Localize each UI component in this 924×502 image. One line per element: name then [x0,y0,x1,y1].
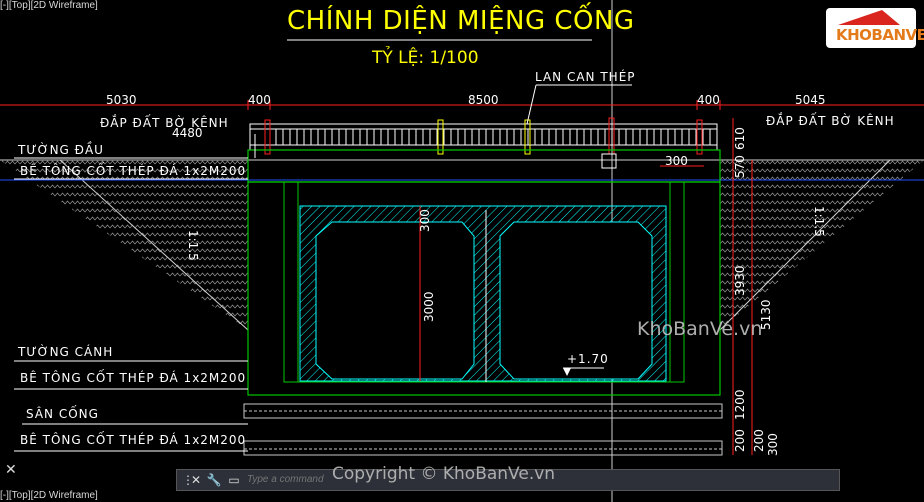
railing-post [696,119,703,155]
leader-line [526,84,537,125]
history-icon[interactable]: ▭ [228,473,240,487]
label-elevation: +1.70 [567,352,609,366]
dim-300-b: 300 [766,433,780,456]
drawing-title: CHÍNH DIỆN MIỆNG CỐNG [287,6,635,36]
label-fill-left: ĐẮP ĐẤT BỜ KÊNH [100,116,229,130]
ucs-close-icon[interactable]: ✕ [5,462,17,478]
dim-610: 610 [733,127,747,150]
viewport-label-bottom[interactable]: [-][Top][2D Wireframe] [0,490,98,501]
grip-icon[interactable]: ⋮ [182,473,194,487]
head-wall [247,149,721,183]
logo-text: KHOBANVE [836,26,924,44]
label-concrete-1: BÊ TÔNG CỐT THÉP ĐÁ 1x2M200 [20,164,247,178]
dim-8500: 8500 [468,93,499,107]
fill-slope-left [0,160,248,330]
base-slab [243,440,723,456]
dim-200-b: 200 [752,429,766,452]
drawing-scale: TỶ LỆ: 1/100 [372,48,479,68]
dim-570: 570 [733,155,747,178]
command-input[interactable] [247,472,507,487]
snap-marker [601,153,617,169]
dim-3930: 3930 [733,265,747,296]
wrench-icon[interactable]: 🔧 [206,473,222,487]
dim-1200: 1200 [733,389,747,420]
dim-400-right: 400 [697,93,720,107]
wing-wall-inner [283,181,685,383]
dim-200-a: 200 [733,429,747,452]
dim-400-left: 400 [248,93,271,107]
culvert-cell-left [315,221,475,380]
railing-post [264,119,271,155]
label-apron: SÂN CỐNG [26,407,99,421]
close-icon[interactable]: ✕ [190,473,202,487]
watermark-center: KhoBanVe.vn [637,318,763,340]
label-head-wall: TƯỜNG ĐẦU [18,143,104,157]
logo-roof-icon [838,10,900,25]
railing-post [437,119,444,155]
culvert-cell-right [499,221,653,380]
label-wing-wall: TƯỜNG CÁNH [18,345,114,359]
label-concrete-2: BÊ TÔNG CỐT THÉP ĐÁ 1x2M200 [20,371,247,385]
dim-3000: 3000 [422,291,436,322]
dim-300-top: 300 [665,154,688,168]
command-line[interactable]: ⋮ ✕ 🔧 ▭ [176,469,840,491]
dim-300-side: 300 [418,209,432,232]
railing-balusters [275,129,711,145]
viewport-label-top[interactable]: [-][Top][2D Wireframe] [0,0,98,11]
khobanve-logo: KHOBANVE [826,8,924,48]
slope-line-left [59,159,249,331]
dim-4480: 4480 [172,126,203,140]
slope-ratio-right: 1:1.5 [812,206,826,237]
label-fill-right: ĐẮP ĐẤT BỜ KÊNH [766,114,895,128]
elevation-marker [563,368,571,376]
watermark-copyright: Copyright © KhoBanVe.vn [332,464,556,484]
slope-ratio-left: 1:1.5 [186,230,200,261]
fill-slope-right [720,160,924,330]
label-concrete-3: BÊ TÔNG CỐT THÉP ĐÁ 1x2M200 [20,433,247,447]
dim-5045: 5045 [795,93,826,107]
label-railing: LAN CAN THÉP [535,70,636,84]
dim-5030: 5030 [106,93,137,107]
slope-line-right [719,159,891,331]
